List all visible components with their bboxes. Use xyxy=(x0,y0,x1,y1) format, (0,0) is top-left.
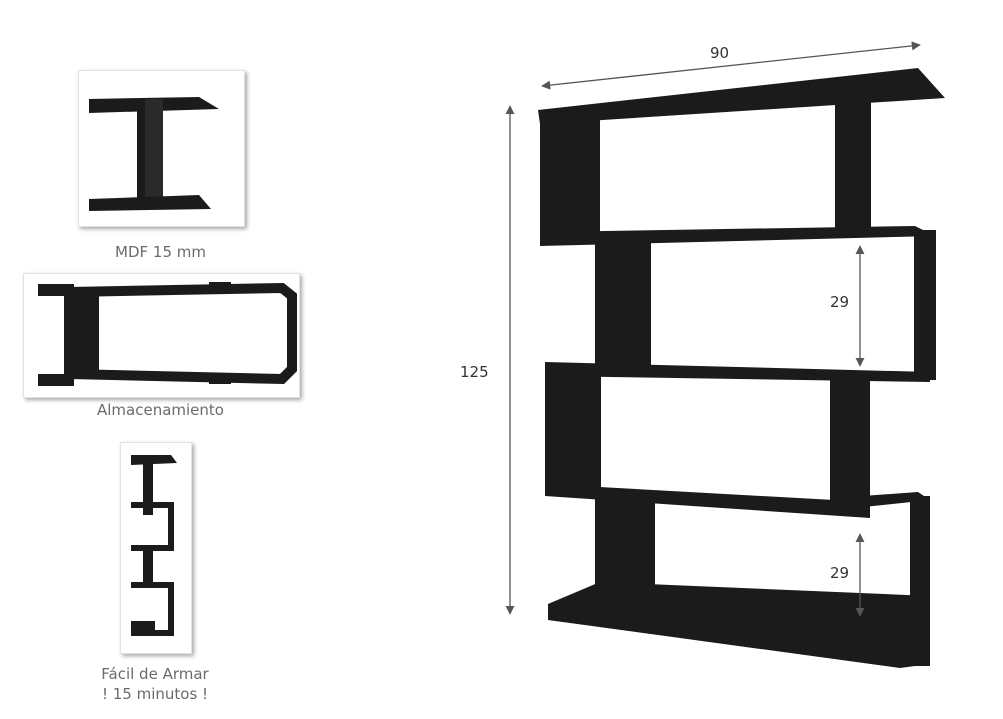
shelf-height-lower-label: 29 xyxy=(830,564,850,582)
box3-left-wall xyxy=(545,368,601,496)
divider-middle xyxy=(830,380,870,512)
shelf-height-upper-label: 29 xyxy=(830,293,850,311)
box1-left-wall xyxy=(540,112,600,244)
divider-top xyxy=(835,82,871,232)
shelf-box-image xyxy=(38,282,297,386)
thumbnail-assembly xyxy=(120,442,192,654)
thumbnail-mdf-detail xyxy=(78,70,245,227)
width-label: 90 xyxy=(710,44,730,62)
thumbnail-storage xyxy=(23,273,300,398)
box2-left-panel xyxy=(595,240,651,365)
shelf-2 xyxy=(545,362,930,382)
width-arrow xyxy=(541,41,921,90)
bookshelf xyxy=(538,68,945,668)
box2-right-wall xyxy=(914,230,936,380)
caption-mdf: MDF 15 mm xyxy=(115,243,206,261)
caption-storage: Almacenamiento xyxy=(97,401,224,419)
box4-left-panel xyxy=(595,496,655,591)
height-label: 125 xyxy=(460,363,489,381)
dimension-arrows xyxy=(505,41,921,617)
shelf-3 xyxy=(545,484,870,518)
base-board xyxy=(548,582,930,668)
shelf-joint-image xyxy=(89,97,219,211)
caption-assembly: Fácil de Armar ! 15 minutos ! xyxy=(70,664,240,704)
caption-assembly-line2: ! 15 minutos ! xyxy=(101,685,209,703)
box4-top xyxy=(835,492,930,510)
shelf-side-image xyxy=(131,455,177,636)
caption-assembly-line1: Fácil de Armar xyxy=(101,665,209,683)
